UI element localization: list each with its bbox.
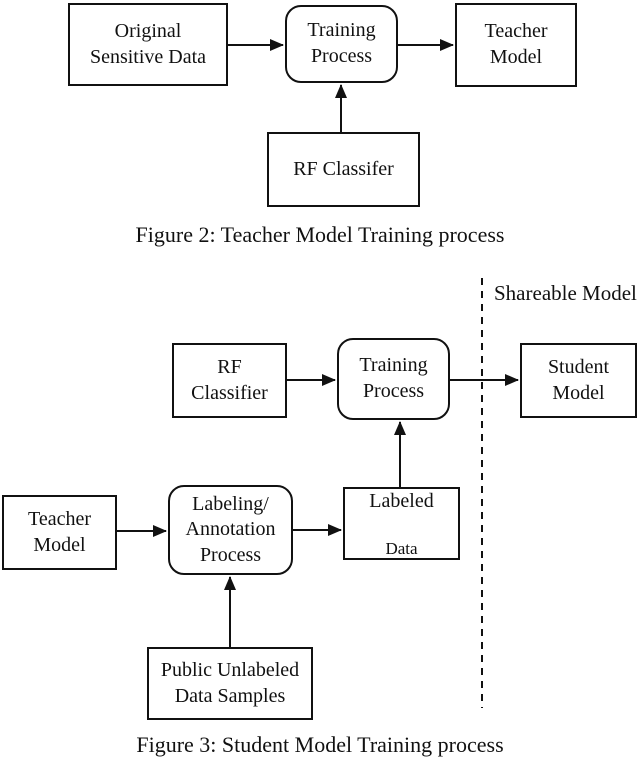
node-teacher-model-f2: Teacher Model bbox=[455, 3, 577, 87]
figure3-caption: Figure 3: Student Model Training process bbox=[136, 732, 504, 757]
shareable-model-label: Shareable Model bbox=[494, 281, 637, 305]
node-teacher-model-f3: Teacher Model bbox=[2, 495, 117, 570]
node-rf-classifier-f3: RF Classifier bbox=[172, 343, 287, 418]
node-label: Training Process bbox=[307, 19, 376, 67]
node-label: Teacher Model bbox=[484, 20, 548, 68]
labeled-data-line2: Data bbox=[385, 539, 418, 559]
node-labeling-annotation-process: Labeling/ Annotation Process bbox=[168, 485, 293, 575]
node-label: Labeling/ Annotation Process bbox=[185, 492, 276, 566]
node-labeled-data: Labeled Data bbox=[343, 487, 460, 560]
node-label: RF Classifer bbox=[293, 157, 394, 180]
node-student-model: Student Model bbox=[520, 343, 637, 418]
node-label: Teacher Model bbox=[28, 507, 91, 556]
node-label: Labeled Data bbox=[369, 462, 433, 585]
node-label: Training Process bbox=[359, 354, 428, 402]
node-label: Public Unlabeled Data Samples bbox=[160, 658, 300, 707]
node-label: Original Sensitive Data bbox=[89, 19, 207, 68]
node-public-unlabeled-data-samples: Public Unlabeled Data Samples bbox=[147, 647, 313, 720]
figure2-caption: Figure 2: Teacher Model Training process bbox=[135, 222, 505, 247]
node-training-process-f3: Training Process bbox=[337, 338, 450, 420]
node-training-process-f2: Training Process bbox=[285, 5, 398, 83]
labeled-data-line1: Labeled bbox=[369, 489, 434, 512]
node-label: RF Classifier bbox=[191, 355, 268, 404]
node-original-sensitive-data: Original Sensitive Data bbox=[68, 3, 228, 86]
node-rf-classifier-f2: RF Classifer bbox=[267, 132, 420, 207]
node-label: Student Model bbox=[547, 355, 610, 404]
